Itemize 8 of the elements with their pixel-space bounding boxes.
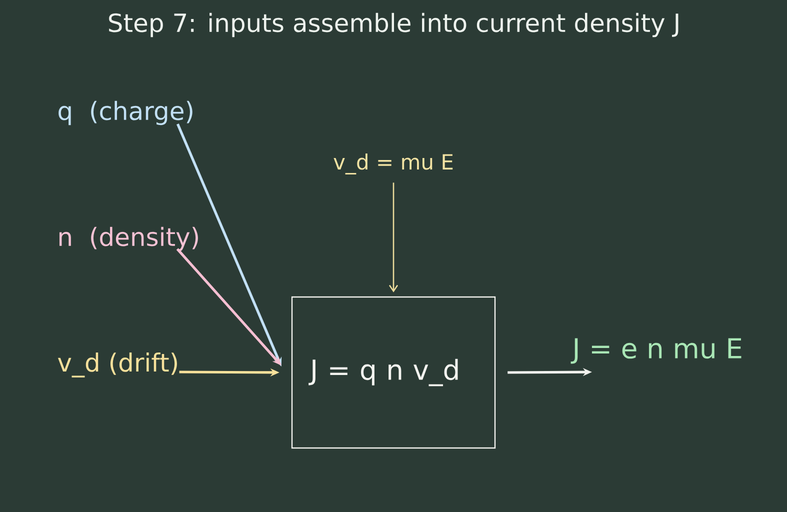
formula-label: v_d = mu E [334, 154, 453, 174]
text-label: q (charge) [58, 100, 192, 126]
formula-box: J = q n v_d [291, 296, 496, 449]
arrow [388, 182, 398, 292]
text-label: n (density) [59, 226, 198, 252]
result-label: J = e n mu E [570, 338, 742, 364]
title: Step 7: inputs assemble into current density J [109, 12, 678, 38]
text-label: v_d (drift) [58, 352, 177, 378]
